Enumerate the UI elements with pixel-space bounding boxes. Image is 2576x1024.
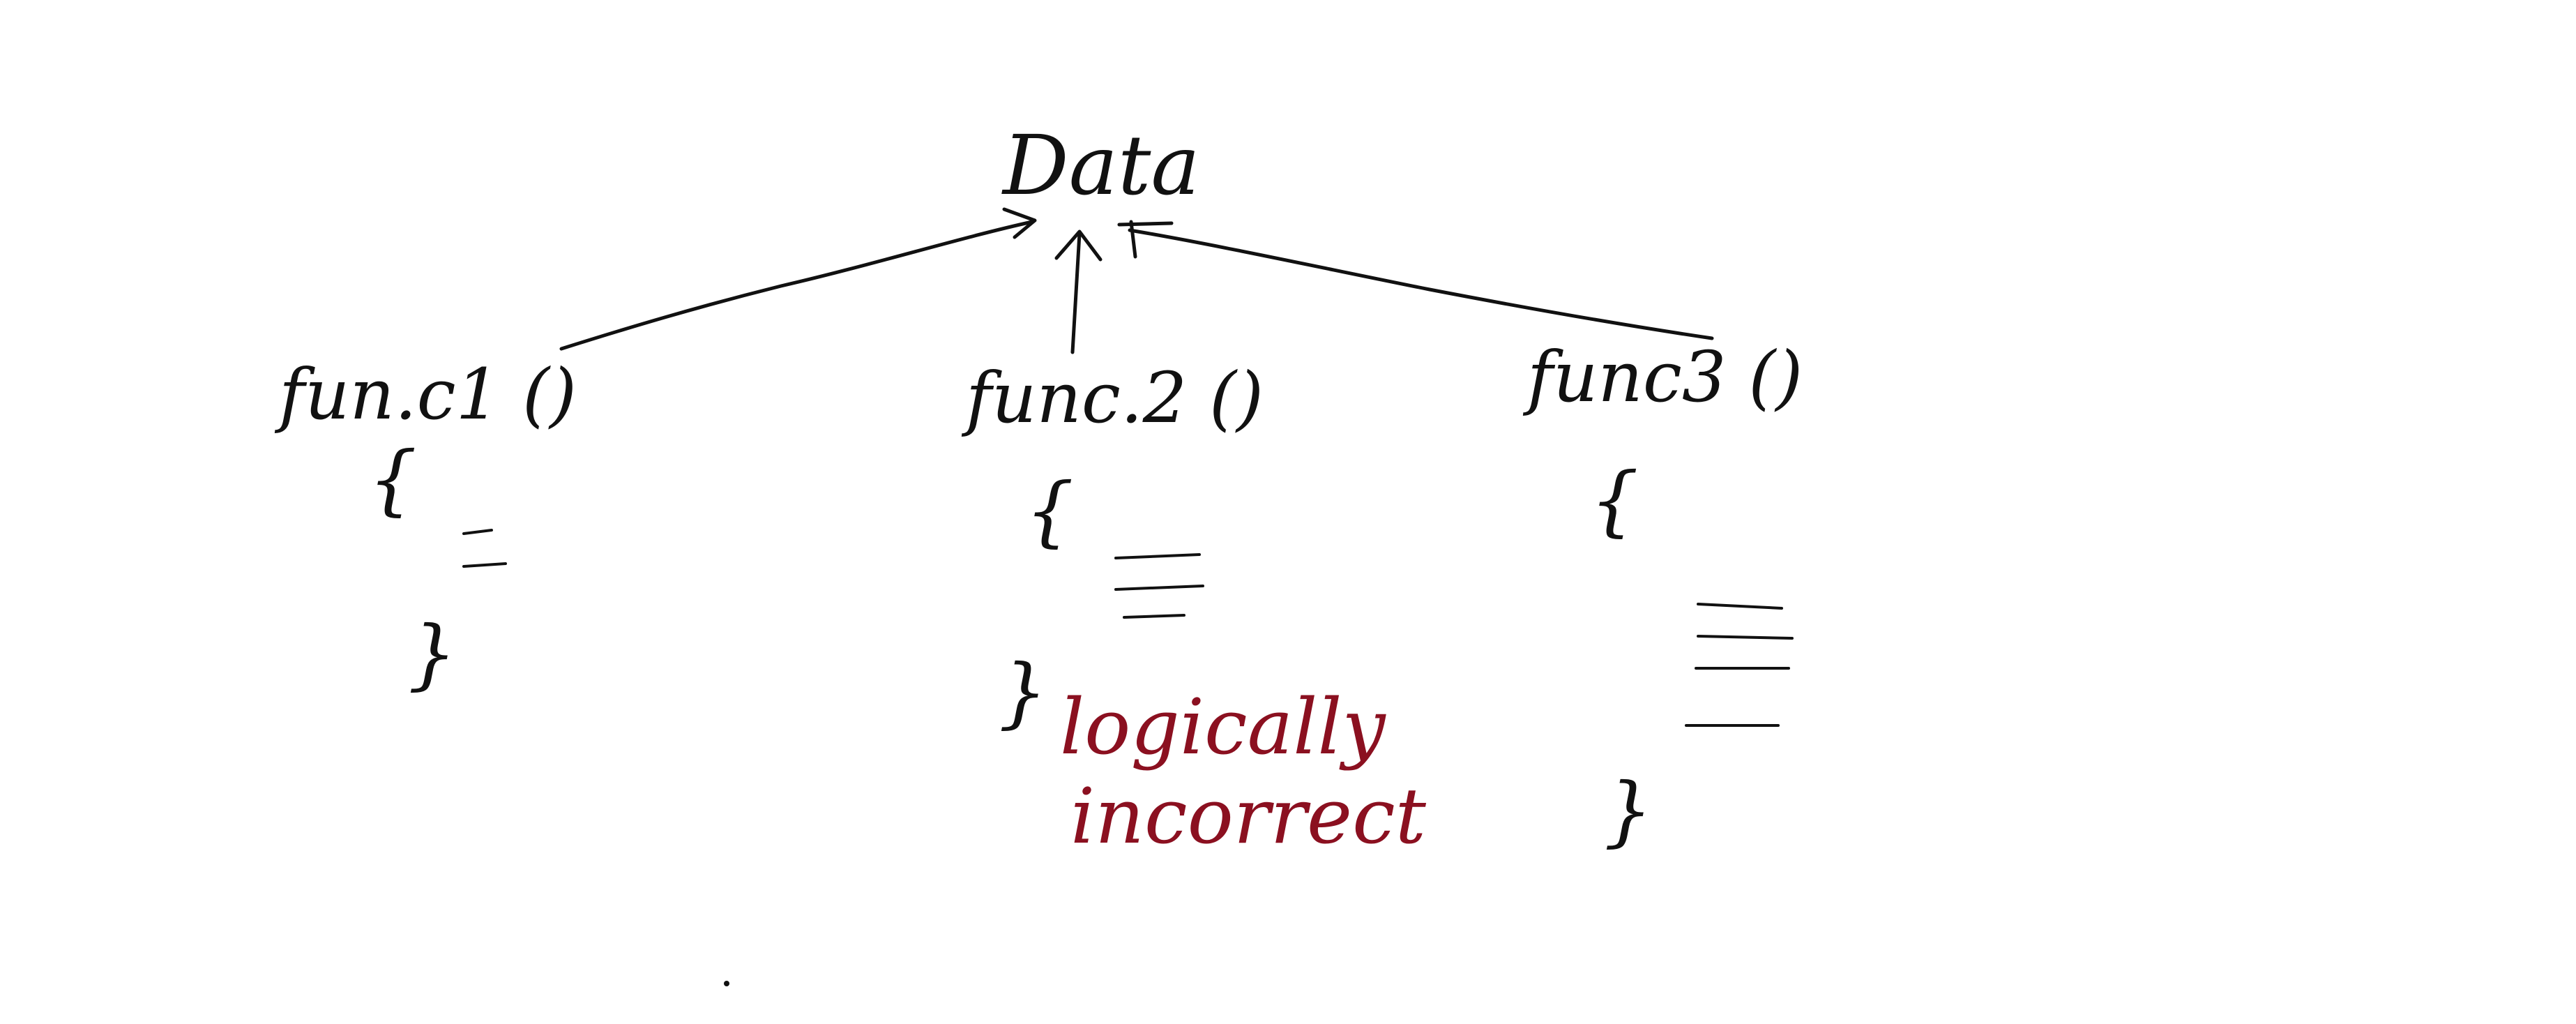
function-1: fun.c1 () { } — [274, 354, 577, 698]
data-label: Data — [1001, 117, 1200, 213]
annotation-line-2: incorrect — [1070, 771, 1427, 861]
arrow-func3-to-data — [1117, 220, 1714, 340]
function-1-close-brace: } — [408, 609, 457, 698]
function-3-body-lines — [1685, 603, 1794, 727]
annotation-line-1: logically — [1060, 682, 1387, 771]
function-1-body-lines — [462, 529, 507, 568]
function-3-label: func3 () — [1522, 336, 1803, 418]
function-3: func3 () { } — [1522, 336, 1803, 855]
arrow-func1-to-data — [559, 207, 1037, 351]
function-3-close-brace: } — [1604, 766, 1653, 855]
function-1-open-brace: { — [368, 435, 417, 524]
function-2-label: func.2 () — [961, 357, 1264, 439]
stray-dot — [724, 981, 729, 986]
function-1-label: fun.c1 () — [274, 354, 577, 435]
arrows — [559, 207, 1714, 354]
function-2: func.2 () { } — [961, 357, 1264, 737]
data-node: Data — [1001, 117, 1200, 213]
annotation: logically incorrect — [1060, 682, 1427, 861]
function-2-open-brace: { — [1025, 466, 1074, 555]
function-2-close-brace: } — [999, 647, 1047, 737]
function-2-body-lines — [1114, 553, 1204, 619]
arrow-func2-to-data — [1054, 229, 1103, 354]
function-3-open-brace: { — [1590, 455, 1639, 545]
